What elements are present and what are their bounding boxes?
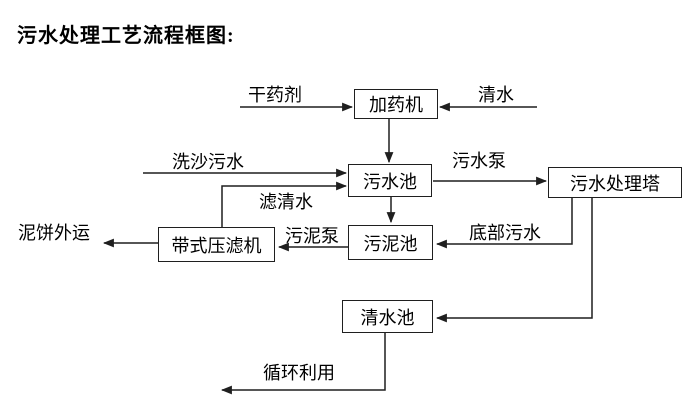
edge-bottom-sewage-tower-to-sludge-pool <box>435 198 573 249</box>
edge-tower-to-clear-water-pool <box>435 198 593 323</box>
edge-label-recycle-use: 循环利用 <box>263 363 335 383</box>
edge-filtered-water-press-to-sewage-pool <box>221 181 348 227</box>
edge-label-bottom-sewage: 底部污水 <box>469 223 541 243</box>
node-sludge-pool: 污泥池 <box>348 225 433 260</box>
node-treatment-tower-label: 污水处理塔 <box>570 173 660 194</box>
node-sludge-pool-label: 污泥池 <box>363 233 418 254</box>
node-treatment-tower: 污水处理塔 <box>548 167 682 198</box>
edge-clear-water-pool-to-recycle <box>220 333 386 395</box>
node-clear-water-pool: 清水池 <box>342 300 433 333</box>
edge-label-mud-cake-out: 泥饼外运 <box>18 223 90 243</box>
diagram-title: 污水处理工艺流程框图: <box>17 25 235 47</box>
edge-label-sludge-pump: 污泥泵 <box>285 226 339 246</box>
edge-label-sewage-pump: 污水泵 <box>452 151 506 171</box>
edge-label-sand-washing-sewage: 洗沙污水 <box>172 152 244 172</box>
node-sewage-pool: 污水池 <box>348 164 432 197</box>
node-belt-filter-press: 带式压滤机 <box>158 227 275 262</box>
node-belt-filter-press-label: 带式压滤机 <box>171 235 262 256</box>
node-dosing-machine-label: 加药机 <box>369 95 423 115</box>
node-clear-water-pool-label: 清水池 <box>360 307 415 328</box>
edge-label-filtered-water: 滤清水 <box>259 192 313 212</box>
edge-label-dry-chemical: 干药剂 <box>248 85 302 105</box>
edge-label-clear-water: 清水 <box>478 85 514 105</box>
node-dosing-machine: 加药机 <box>354 89 438 119</box>
node-sewage-pool-label: 污水池 <box>363 171 417 192</box>
